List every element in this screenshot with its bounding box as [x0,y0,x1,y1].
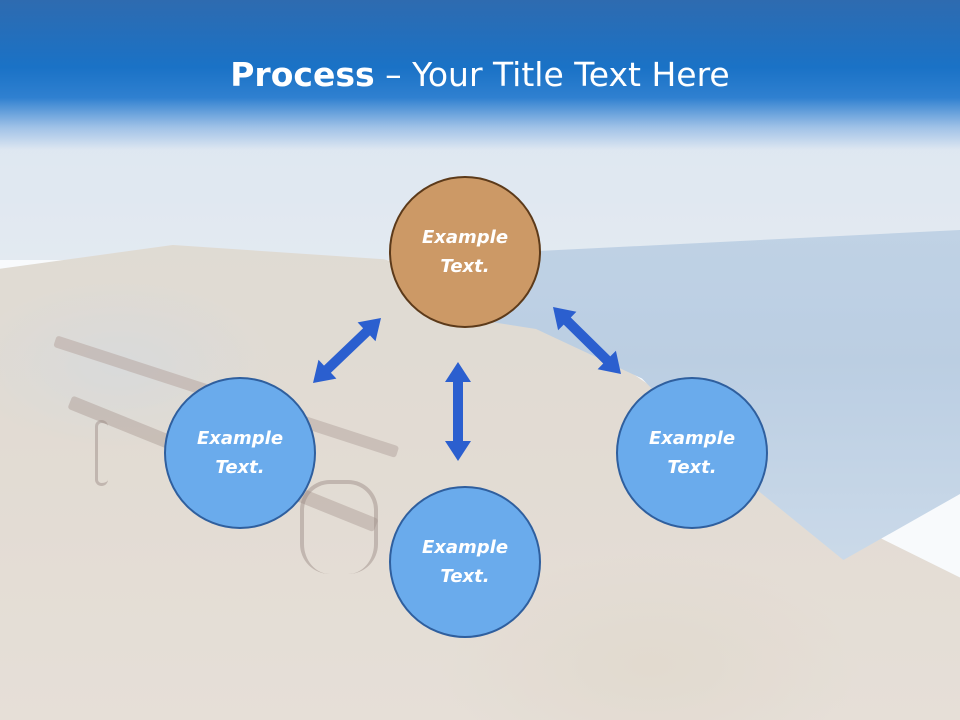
node-left: Example Text. [164,377,316,529]
node-bottom-label: Example Text. [421,537,509,587]
title-rest: – Your Title Text Here [374,55,730,94]
arrow-top-bottom [445,362,471,461]
node-left-label: Example Text. [196,428,284,478]
node-right-label: Example Text. [648,428,736,478]
node-right: Example Text. [616,377,768,529]
bench-leg [300,480,378,574]
node-top-label: Example Text. [421,227,509,277]
arrow-top-left [313,318,381,383]
slide-title: Process – Your Title Text Here [0,55,960,95]
arrow-top-right [553,307,621,374]
node-bottom: Example Text. [389,486,541,638]
bench-leg [95,420,108,486]
title-banner [0,0,960,150]
title-bold: Process [230,55,375,94]
node-top: Example Text. [389,176,541,328]
